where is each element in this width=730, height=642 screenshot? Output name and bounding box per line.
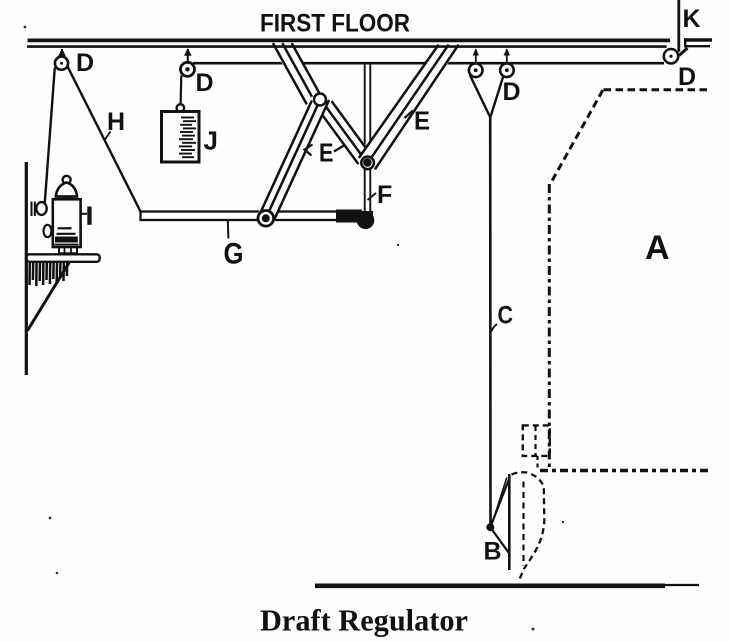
svg-text:K: K: [683, 5, 701, 33]
svg-text:F: F: [377, 181, 392, 209]
svg-text:D: D: [76, 49, 94, 77]
svg-text:E: E: [414, 105, 430, 135]
svg-text:D: D: [196, 69, 214, 97]
svg-text:D: D: [503, 78, 521, 106]
svg-text:H: H: [107, 108, 125, 136]
svg-text:G: G: [224, 237, 244, 270]
svg-text:Draft Regulator: Draft Regulator: [260, 603, 468, 638]
svg-text:J: J: [204, 126, 218, 156]
svg-text:B: B: [484, 537, 502, 565]
svg-text:E: E: [319, 137, 334, 167]
svg-text:A: A: [645, 229, 670, 267]
svg-text:FIRST FLOOR: FIRST FLOOR: [260, 10, 410, 38]
svg-text:D: D: [678, 63, 696, 91]
svg-text:C: C: [498, 302, 514, 330]
